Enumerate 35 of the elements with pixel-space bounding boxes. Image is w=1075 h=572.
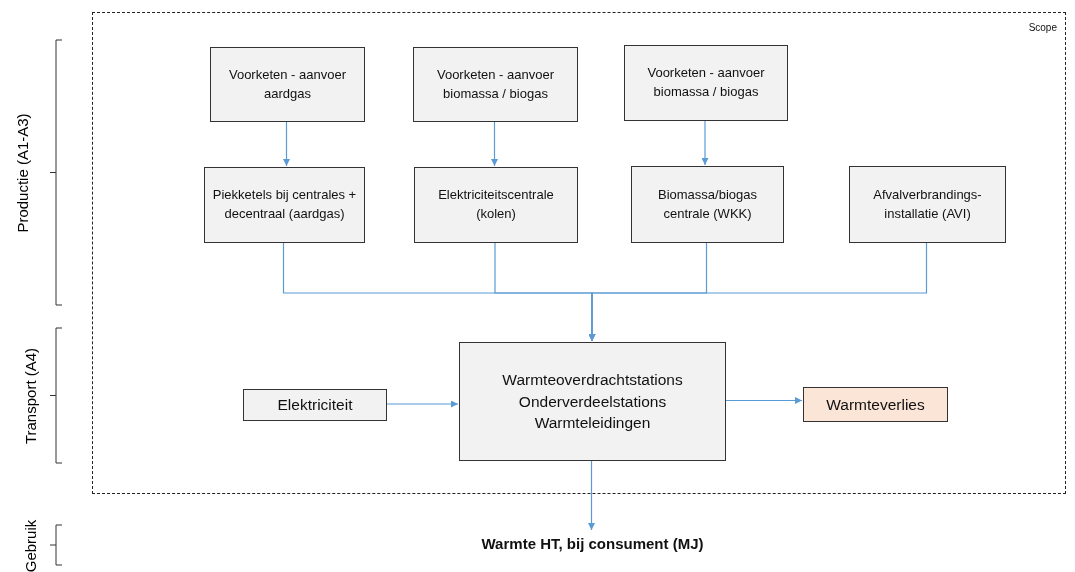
box-text: Piekketels bij centrales + decentraal (aardgas) — [211, 186, 358, 223]
box-text: Elektriciteitscentrale (kolen) — [437, 186, 555, 223]
box-text: Biomassa/biogas centrale (WKK) — [657, 185, 758, 223]
box-text: Warmteoverdrachtstations — [502, 369, 683, 390]
scope-boundary — [92, 12, 1066, 494]
phase-label: Productie (A1-A3) — [13, 113, 31, 233]
output-label: Warmte HT, bij consument (MJ) — [481, 534, 704, 552]
process-box — [631, 166, 784, 243]
arrow — [588, 459, 595, 531]
box-text: Voorketen - aanvoer biomassa / biogas — [646, 64, 766, 101]
box-text: Onderverdeelstations — [518, 391, 667, 412]
arrow — [491, 120, 498, 167]
process-box — [210, 47, 365, 122]
arrow — [588, 241, 928, 342]
process-box — [624, 45, 788, 121]
box-text: Afvalverbrandings-installatie (AVI) — [872, 185, 983, 223]
box-text: Warmteleidingen — [534, 413, 651, 434]
phase-label: Transport (A4) — [21, 347, 39, 445]
phase-label: Gebruik — [21, 519, 39, 572]
box-text: Elektriciteit — [277, 395, 353, 416]
process-box — [243, 389, 387, 421]
process-box — [459, 342, 726, 461]
arrow — [385, 400, 459, 408]
arrow — [283, 120, 290, 167]
process-box — [849, 166, 1006, 243]
process-box — [414, 167, 578, 243]
arrow — [724, 397, 803, 404]
arrow — [701, 119, 709, 166]
loss-box — [803, 387, 948, 422]
box-text: Voorketen - aanvoer aardgas — [227, 65, 348, 103]
box-text: Voorketen - aanvoer biomassa / biogas — [435, 65, 556, 103]
process-box — [413, 47, 578, 122]
box-text: Warmteverlies — [826, 394, 925, 415]
scope-label: Scope — [1028, 22, 1057, 33]
process-box — [204, 167, 365, 243]
